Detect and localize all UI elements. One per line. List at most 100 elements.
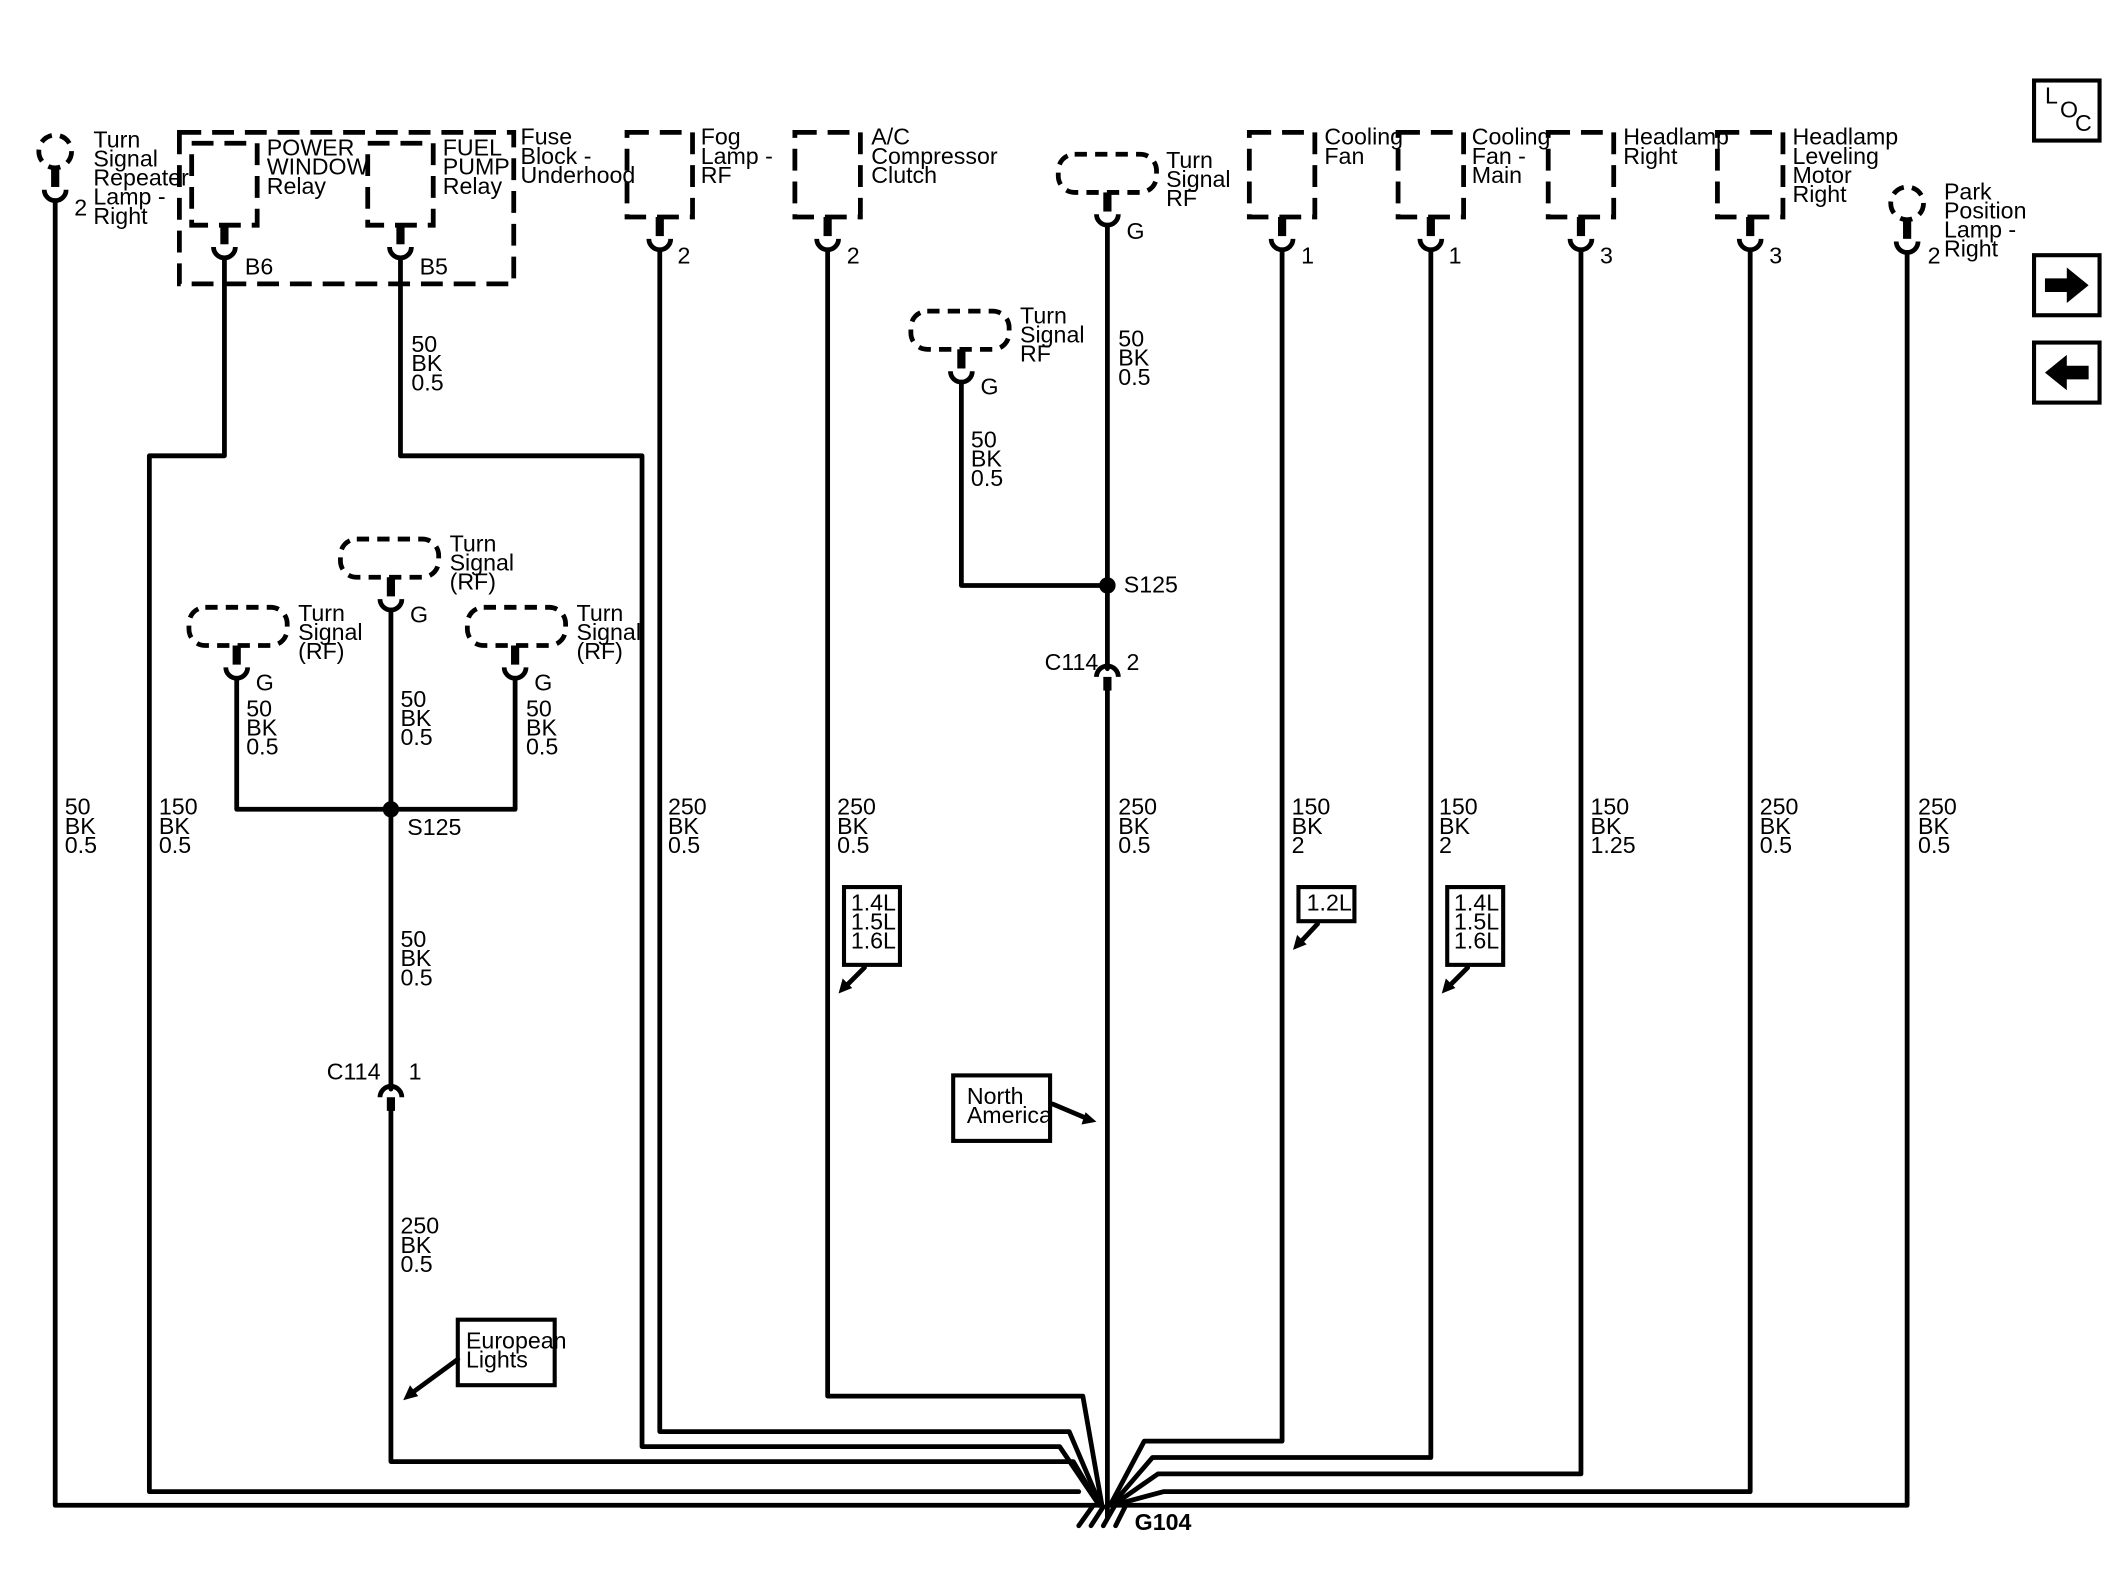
svg-text:Fan -: Fan -: [1472, 143, 1526, 169]
svg-text:150: 150: [1292, 794, 1331, 820]
svg-text:BK: BK: [526, 715, 557, 741]
wire-label-rf-top: 50 BK 0.5: [1118, 326, 1150, 390]
svg-text:Repeater: Repeater: [93, 165, 189, 191]
svg-text:50: 50: [400, 686, 426, 712]
svg-text:1.5L: 1.5L: [851, 908, 896, 934]
svg-text:A/C: A/C: [871, 124, 910, 150]
svg-text:0.5: 0.5: [159, 832, 191, 858]
svg-text:America: America: [967, 1102, 1052, 1128]
svg-text:50: 50: [65, 794, 91, 820]
svg-text:0.5: 0.5: [1118, 832, 1150, 858]
turn-signal-rf-mid: Turn Signal RF G: [908, 302, 1085, 399]
svg-text:Main: Main: [1472, 162, 1522, 188]
svg-text:Underhood: Underhood: [521, 162, 636, 188]
headlamp-right: Headlamp Right 3: [1545, 124, 1729, 268]
svg-text:0.5: 0.5: [1918, 832, 1950, 858]
svg-text:BK: BK: [1760, 813, 1791, 839]
svg-text:Right: Right: [93, 203, 148, 229]
wire-label-relays-main: 150 BK 0.5: [159, 794, 198, 858]
note-north-america: North America: [951, 1073, 1097, 1143]
svg-text:BK: BK: [159, 813, 190, 839]
fuel-pump-relay: FUEL PUMP Relay B5: [365, 135, 510, 279]
wire-label-rf-mid: 50 BK 0.5: [971, 427, 1003, 491]
svg-text:Turn: Turn: [298, 600, 345, 626]
svg-text:250: 250: [1760, 794, 1799, 820]
splice-s125-right: S125: [1099, 571, 1178, 597]
svg-text:50: 50: [971, 427, 997, 453]
svg-text:Signal: Signal: [1166, 166, 1230, 192]
svg-text:50: 50: [1118, 326, 1144, 352]
svg-text:1.25: 1.25: [1591, 832, 1636, 858]
loc-letter-o: O: [2060, 96, 2078, 122]
svg-text:(RF): (RF): [298, 638, 344, 664]
wire-label-cooling-main: 150 BK 2: [1439, 794, 1478, 858]
svg-text:Signal: Signal: [93, 145, 157, 171]
svg-text:Cooling: Cooling: [1324, 124, 1403, 150]
svg-text:1.2L: 1.2L: [1307, 889, 1352, 915]
pin-label: 3: [1600, 242, 1613, 268]
svg-text:Compressor: Compressor: [871, 143, 998, 169]
svg-text:BK: BK: [668, 813, 699, 839]
svg-text:Signal: Signal: [298, 619, 362, 645]
svg-text:0.5: 0.5: [411, 369, 443, 395]
note-european-lights: European Lights: [403, 1317, 567, 1401]
svg-text:BK: BK: [411, 350, 442, 376]
svg-text:1.4L: 1.4L: [1454, 889, 1499, 915]
svg-text:BK: BK: [1292, 813, 1323, 839]
ground-g104: G104: [1076, 1504, 1192, 1535]
svg-text:Turn: Turn: [577, 600, 624, 626]
svg-text:Right: Right: [1792, 181, 1847, 207]
svg-text:1.6L: 1.6L: [851, 927, 896, 953]
previous-page-button[interactable]: [2032, 340, 2102, 405]
pin-label: 2: [74, 195, 87, 221]
svg-text:50: 50: [400, 926, 426, 952]
wire-label-eu-main: 250 BK 0.5: [400, 1213, 439, 1277]
svg-text:Headlamp: Headlamp: [1623, 124, 1729, 150]
turn-signal-rf-top: Turn Signal RF G: [1055, 147, 1231, 244]
wire-label-park: 250 BK 0.5: [1918, 794, 1957, 858]
svg-text:Cooling: Cooling: [1472, 124, 1551, 150]
svg-text:2: 2: [1439, 832, 1452, 858]
svg-text:Block -: Block -: [521, 143, 592, 169]
pin-label: 3: [1769, 242, 1782, 268]
svg-text:S125: S125: [407, 814, 461, 840]
svg-text:0.5: 0.5: [246, 734, 278, 760]
note-fan-engine: 1.2L: [1293, 885, 1357, 950]
cooling-fan: Cooling Fan 1: [1246, 124, 1403, 268]
svg-text:Lamp -: Lamp -: [93, 184, 165, 210]
wire-paths: [52, 198, 1910, 1520]
svg-text:250: 250: [1918, 794, 1957, 820]
wire-label-headlamp: 150 BK 1.25: [1591, 794, 1636, 858]
next-page-button[interactable]: [2032, 253, 2102, 318]
svg-text:Turn: Turn: [1166, 147, 1213, 173]
svg-text:Signal: Signal: [577, 619, 641, 645]
svg-text:European: European: [466, 1327, 567, 1353]
arrow-right-icon: [2044, 267, 2089, 303]
loc-letter-c: C: [2075, 110, 2092, 136]
svg-text:150: 150: [159, 794, 198, 820]
svg-text:1.5L: 1.5L: [1454, 908, 1499, 934]
pin-label: 2: [678, 242, 691, 268]
svg-text:BK: BK: [1439, 813, 1470, 839]
svg-text:Signal: Signal: [450, 549, 514, 575]
svg-text:North: North: [967, 1083, 1024, 1109]
pin-label: 2: [847, 242, 860, 268]
svg-text:250: 250: [837, 794, 876, 820]
loc-button[interactable]: L O C: [2032, 78, 2102, 143]
connector-c114-right: C114 2: [1045, 649, 1139, 691]
svg-text:BK: BK: [65, 813, 96, 839]
wire-label-leveling: 250 BK 0.5: [1760, 794, 1799, 858]
svg-text:POWER: POWER: [267, 135, 355, 161]
loc-letter-l: L: [2045, 83, 2058, 109]
svg-text:150: 150: [1591, 794, 1630, 820]
pin-label: G: [256, 670, 274, 696]
svg-text:0.5: 0.5: [400, 1251, 432, 1277]
pin-label: 2: [1928, 242, 1941, 268]
svg-text:WINDOW: WINDOW: [267, 154, 369, 180]
svg-text:BK: BK: [400, 1232, 431, 1258]
svg-text:C114: C114: [1045, 649, 1099, 675]
wire-label-eu-below-splice: 50 BK 0.5: [400, 926, 432, 990]
connector-c114-left: C114 1: [327, 1058, 422, 1111]
svg-text:BK: BK: [1591, 813, 1622, 839]
eu-turn-signal-center: Turn Signal (RF) G: [338, 530, 514, 627]
